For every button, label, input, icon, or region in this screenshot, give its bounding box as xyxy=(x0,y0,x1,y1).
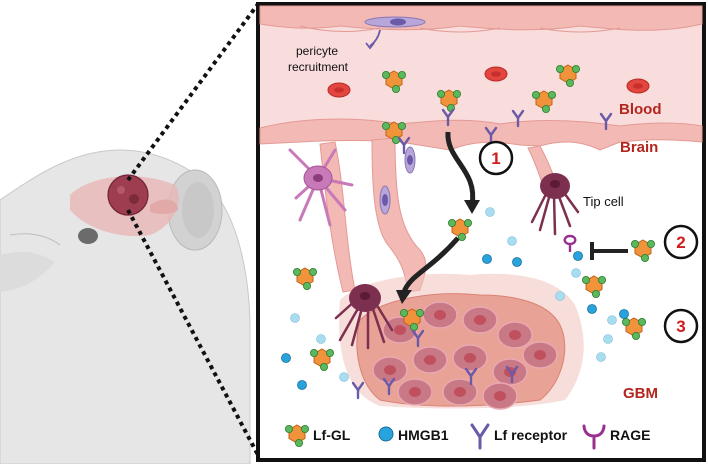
svg-text:2: 2 xyxy=(676,233,685,252)
zoom-line-bottom xyxy=(126,209,260,456)
mouse-illustration xyxy=(0,149,251,464)
tip-cell-label: Tip cell xyxy=(583,194,624,209)
step-3-badge: 3 xyxy=(663,308,699,344)
legend-label-hmgb1: HMGB1 xyxy=(398,427,449,443)
step-2-badge: 2 xyxy=(663,224,699,260)
svg-text:3: 3 xyxy=(676,317,685,336)
zoom-panel xyxy=(256,2,706,462)
lf-receptor-icon xyxy=(470,423,490,450)
legend-label-lf-gl: Lf-GL xyxy=(313,427,351,443)
brain-label: Brain xyxy=(620,139,658,156)
astrocyte xyxy=(288,148,354,227)
legend-label-lf-receptor: Lf receptor xyxy=(494,427,568,443)
rage-icon xyxy=(582,424,606,450)
pericyte-label-line1: pericyte xyxy=(296,44,338,58)
zoom-line-top xyxy=(126,2,260,182)
tip-cell-right xyxy=(530,173,580,236)
gbm-label: GBM xyxy=(623,385,658,402)
step-1-badge: 1 xyxy=(478,140,514,176)
pericyte-label-line2: recruitment xyxy=(288,60,349,74)
legend: Lf-GL HMGB1 Lf receptor RAGE xyxy=(284,423,650,450)
blood-label: Blood xyxy=(619,101,662,118)
hmgb1-icon xyxy=(378,426,394,442)
legend-label-rage: RAGE xyxy=(610,427,650,443)
tip-cell-left xyxy=(334,284,394,350)
svg-text:1: 1 xyxy=(491,149,500,168)
